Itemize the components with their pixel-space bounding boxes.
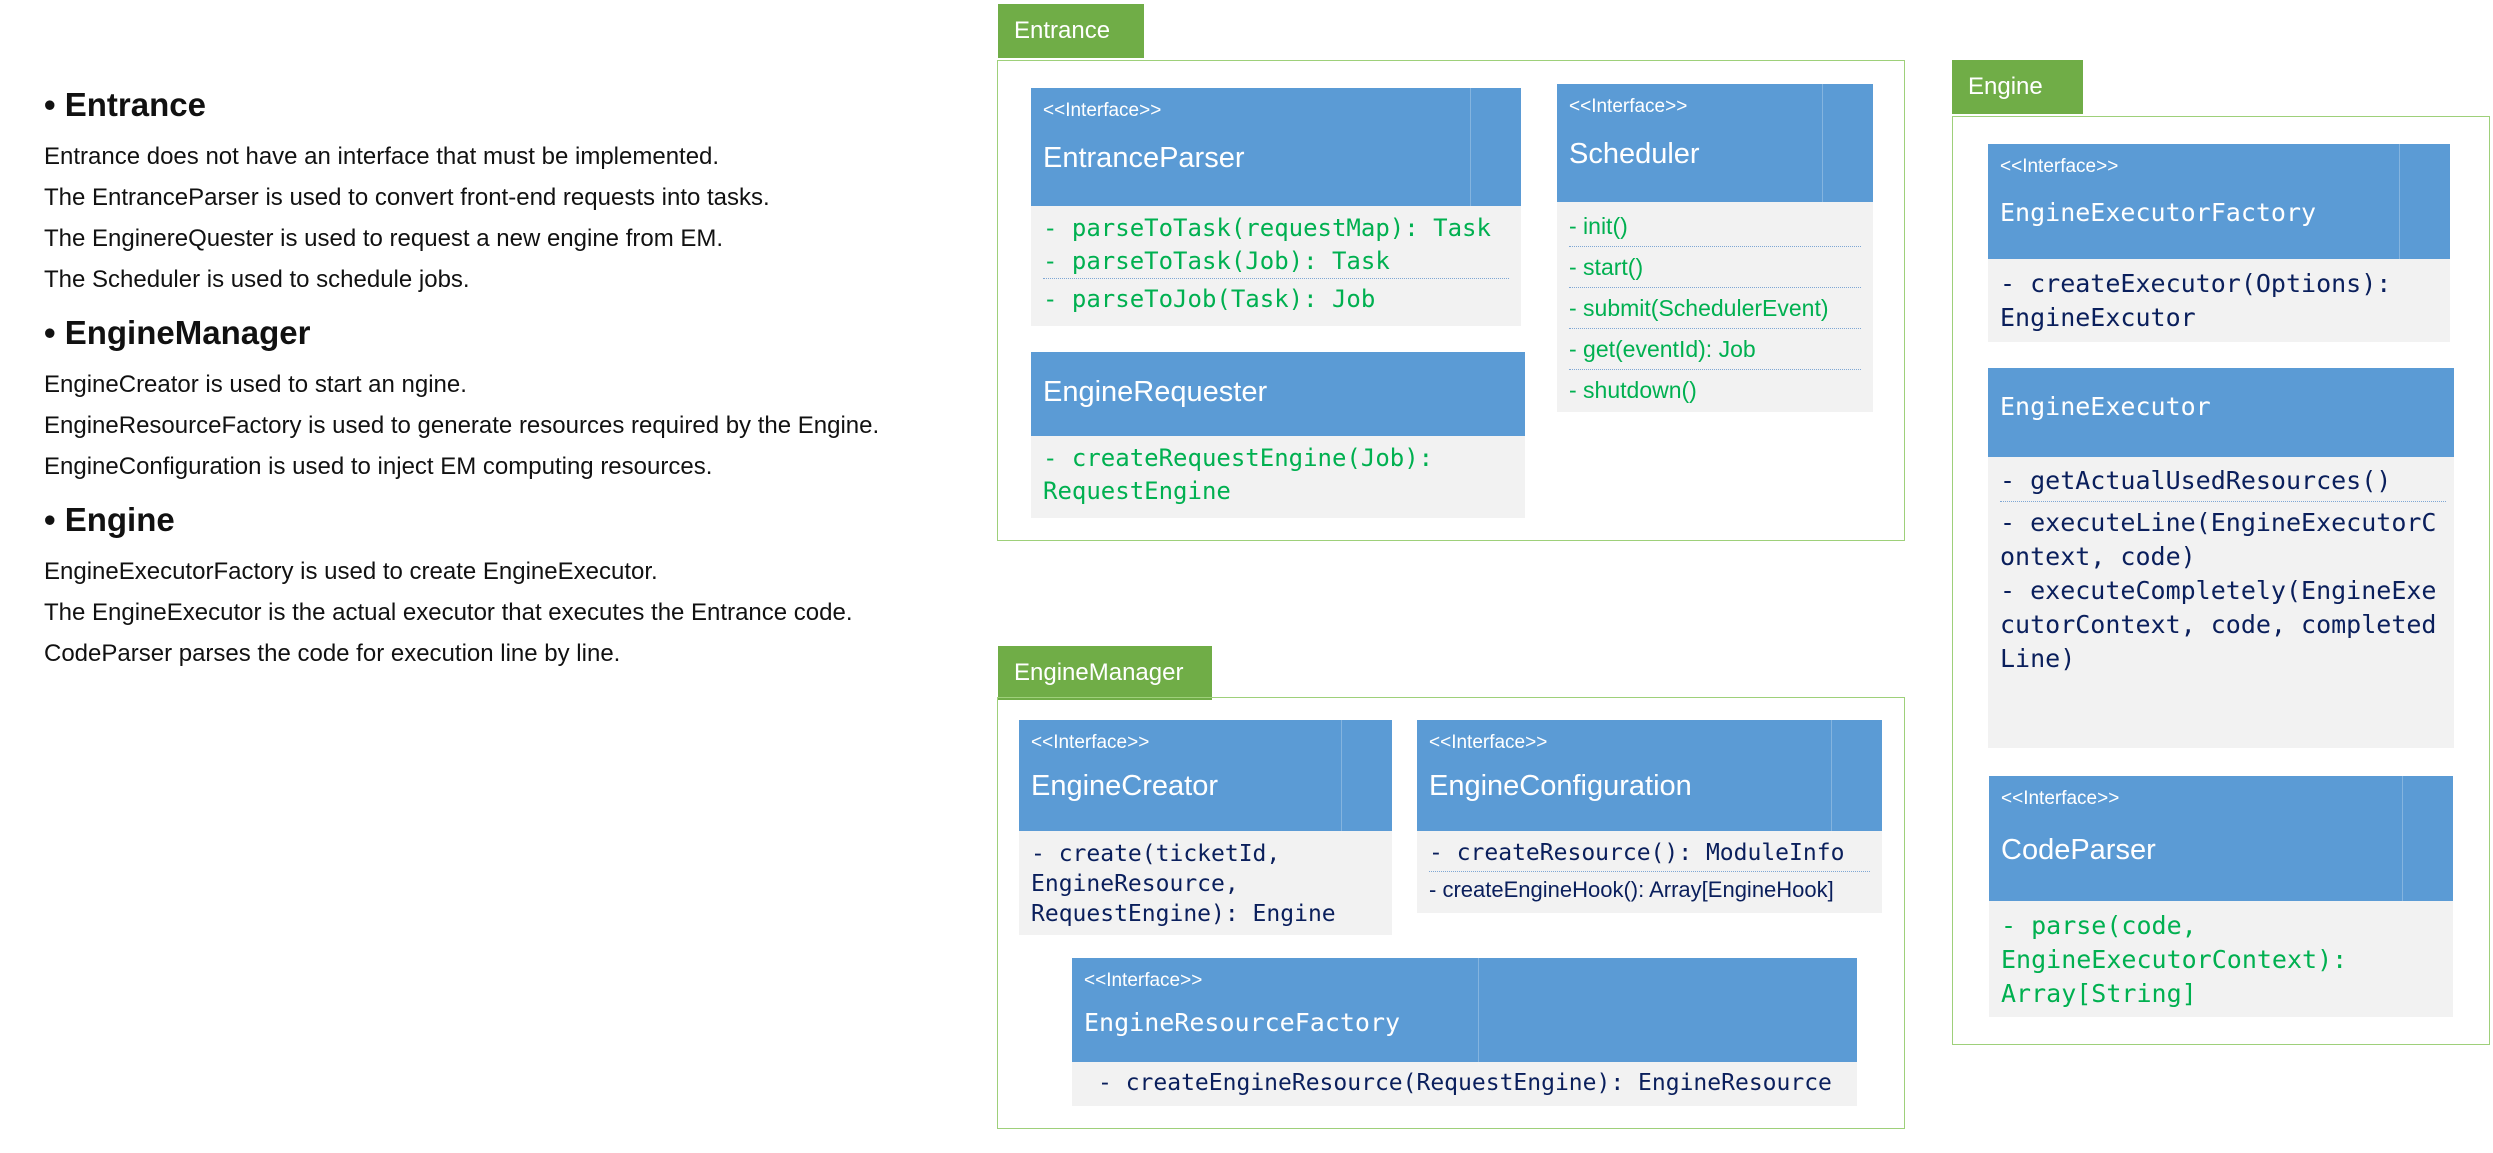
header-divider [1478,958,1857,1062]
operation: - createResource(): ModuleInfo [1429,835,1870,871]
class-name: EngineCreator [1031,770,1380,803]
class-engine-creator: <<Interface>> EngineCreator - create(tic… [1019,720,1392,935]
stereotype-label: <<Interface>> [1031,730,1380,756]
class-entrance-parser: <<Interface>> EntranceParser - parseToTa… [1031,88,1521,326]
section-title: • EngineManager [44,306,984,360]
description-line: EngineExecutorFactory is used to create … [44,551,984,592]
class-operations: - createExecutor(Options): EngineExcutor [1988,259,2450,342]
class-engine-resource-factory: <<Interface>> EngineResourceFactory - cr… [1072,958,1857,1106]
class-engine-executor-factory: <<Interface>> EngineExecutorFactory - cr… [1988,144,2450,342]
operation: - get(eventId): Job [1569,328,1861,369]
class-operations: - createRequestEngine(Job): RequestEngin… [1031,436,1525,518]
description-line: EngineConfiguration is used to inject EM… [44,446,984,487]
operation: - parseToJob(Task): Job [1043,278,1509,319]
class-header: <<Interface>> EngineConfiguration [1417,720,1882,831]
package-tab-engine-manager: EngineManager [998,646,1212,700]
class-header: <<Interface>> EngineResourceFactory [1072,958,1857,1062]
operation: - parseToTask(requestMap): Task [1043,212,1509,245]
description-line: EngineResourceFactory is used to generat… [44,405,984,446]
class-operations: - create(ticketId, EngineResource, Reque… [1019,831,1392,935]
section-title: • Entrance [44,78,984,132]
operation: - submit(SchedulerEvent) [1569,287,1861,328]
stereotype-label: <<Interface>> [1569,94,1861,120]
section-engine-manager: • EngineManager EngineCreator is used to… [44,306,984,487]
description-line: The EnginereQuester is used to request a… [44,218,984,259]
class-engine-executor: EngineExecutor - getActualUsedResources(… [1988,368,2454,748]
class-engine-requester: EngineRequester - createRequestEngine(Jo… [1031,352,1525,518]
description-line: Entrance does not have an interface that… [44,136,984,177]
operation: - parseToTask(Job): Task [1043,245,1509,278]
class-header: <<Interface>> Scheduler [1557,84,1873,202]
operation: - createExecutor(Options): EngineExcutor [2000,267,2438,335]
class-operations: - init() - start() - submit(SchedulerEve… [1557,202,1873,412]
operation: - shutdown() [1569,369,1861,410]
header-divider [2402,776,2453,901]
class-operations: - parse(code, EngineExecutorContext): Ar… [1989,901,2453,1017]
description-panel: • Entrance Entrance does not have an int… [44,78,984,674]
class-name: EntranceParser [1043,142,1509,175]
class-name: EngineExecutor [2000,392,2442,421]
class-name: EngineExecutorFactory [2000,198,2438,227]
operation: - createEngineHook(): Array[EngineHook] [1429,871,1870,908]
operation: - createRequestEngine(Job): RequestEngin… [1043,442,1495,508]
class-header: <<Interface>> EngineCreator [1019,720,1392,831]
class-operations: - parseToTask(requestMap): Task - parseT… [1031,206,1521,326]
class-header: <<Interface>> EngineExecutorFactory [1988,144,2450,259]
package-tab-entrance: Entrance [998,4,1144,58]
description-line: CodeParser parses the code for execution… [44,633,984,674]
class-name: EngineRequester [1043,376,1513,409]
class-engine-configuration: <<Interface>> EngineConfiguration - crea… [1417,720,1882,913]
class-name: EngineConfiguration [1429,770,1870,803]
operation: - executeLine(EngineExecutorContext, cod… [2000,501,2446,574]
header-divider [1831,720,1882,831]
header-divider [1822,84,1873,202]
operation: - parse(code, EngineExecutorContext): Ar… [2001,909,2413,1011]
class-header: <<Interface>> CodeParser [1989,776,2453,901]
stereotype-label: <<Interface>> [1043,98,1509,124]
stereotype-label: <<Interface>> [2001,786,2441,812]
class-header: EngineRequester [1031,352,1525,436]
stereotype-label: <<Interface>> [2000,154,2438,180]
class-header: <<Interface>> EntranceParser [1031,88,1521,206]
class-name: CodeParser [2001,834,2441,867]
operation: - executeCompletely(EngineExecutorContex… [2000,574,2446,676]
class-operations: - createEngineResource(RequestEngine): E… [1072,1062,1857,1106]
class-operations: - createResource(): ModuleInfo - createE… [1417,831,1882,913]
operation: - start() [1569,246,1861,287]
class-name: Scheduler [1569,138,1861,171]
operation: - getActualUsedResources() [2000,461,2446,501]
class-header: EngineExecutor [1988,368,2454,457]
section-title: • Engine [44,493,984,547]
description-line: The Scheduler is used to schedule jobs. [44,259,984,300]
description-line: EngineCreator is used to start an ngine. [44,364,984,405]
operation: - init() [1569,206,1861,246]
header-divider [2399,144,2450,259]
operation: - createEngineResource(RequestEngine): E… [1098,1066,1857,1100]
operation: - create(ticketId, EngineResource, Reque… [1031,839,1380,929]
description-line: The EntranceParser is used to convert fr… [44,177,984,218]
class-operations: - getActualUsedResources() - executeLine… [1988,457,2454,748]
class-scheduler: <<Interface>> Scheduler - init() - start… [1557,84,1873,412]
section-engine: • Engine EngineExecutorFactory is used t… [44,493,984,674]
description-line: The EngineExecutor is the actual executo… [44,592,984,633]
header-divider [1341,720,1392,831]
package-tab-engine: Engine [1952,60,2083,114]
header-divider [1470,88,1521,206]
section-entrance: • Entrance Entrance does not have an int… [44,78,984,300]
class-code-parser: <<Interface>> CodeParser - parse(code, E… [1989,776,2453,1017]
stereotype-label: <<Interface>> [1429,730,1870,756]
